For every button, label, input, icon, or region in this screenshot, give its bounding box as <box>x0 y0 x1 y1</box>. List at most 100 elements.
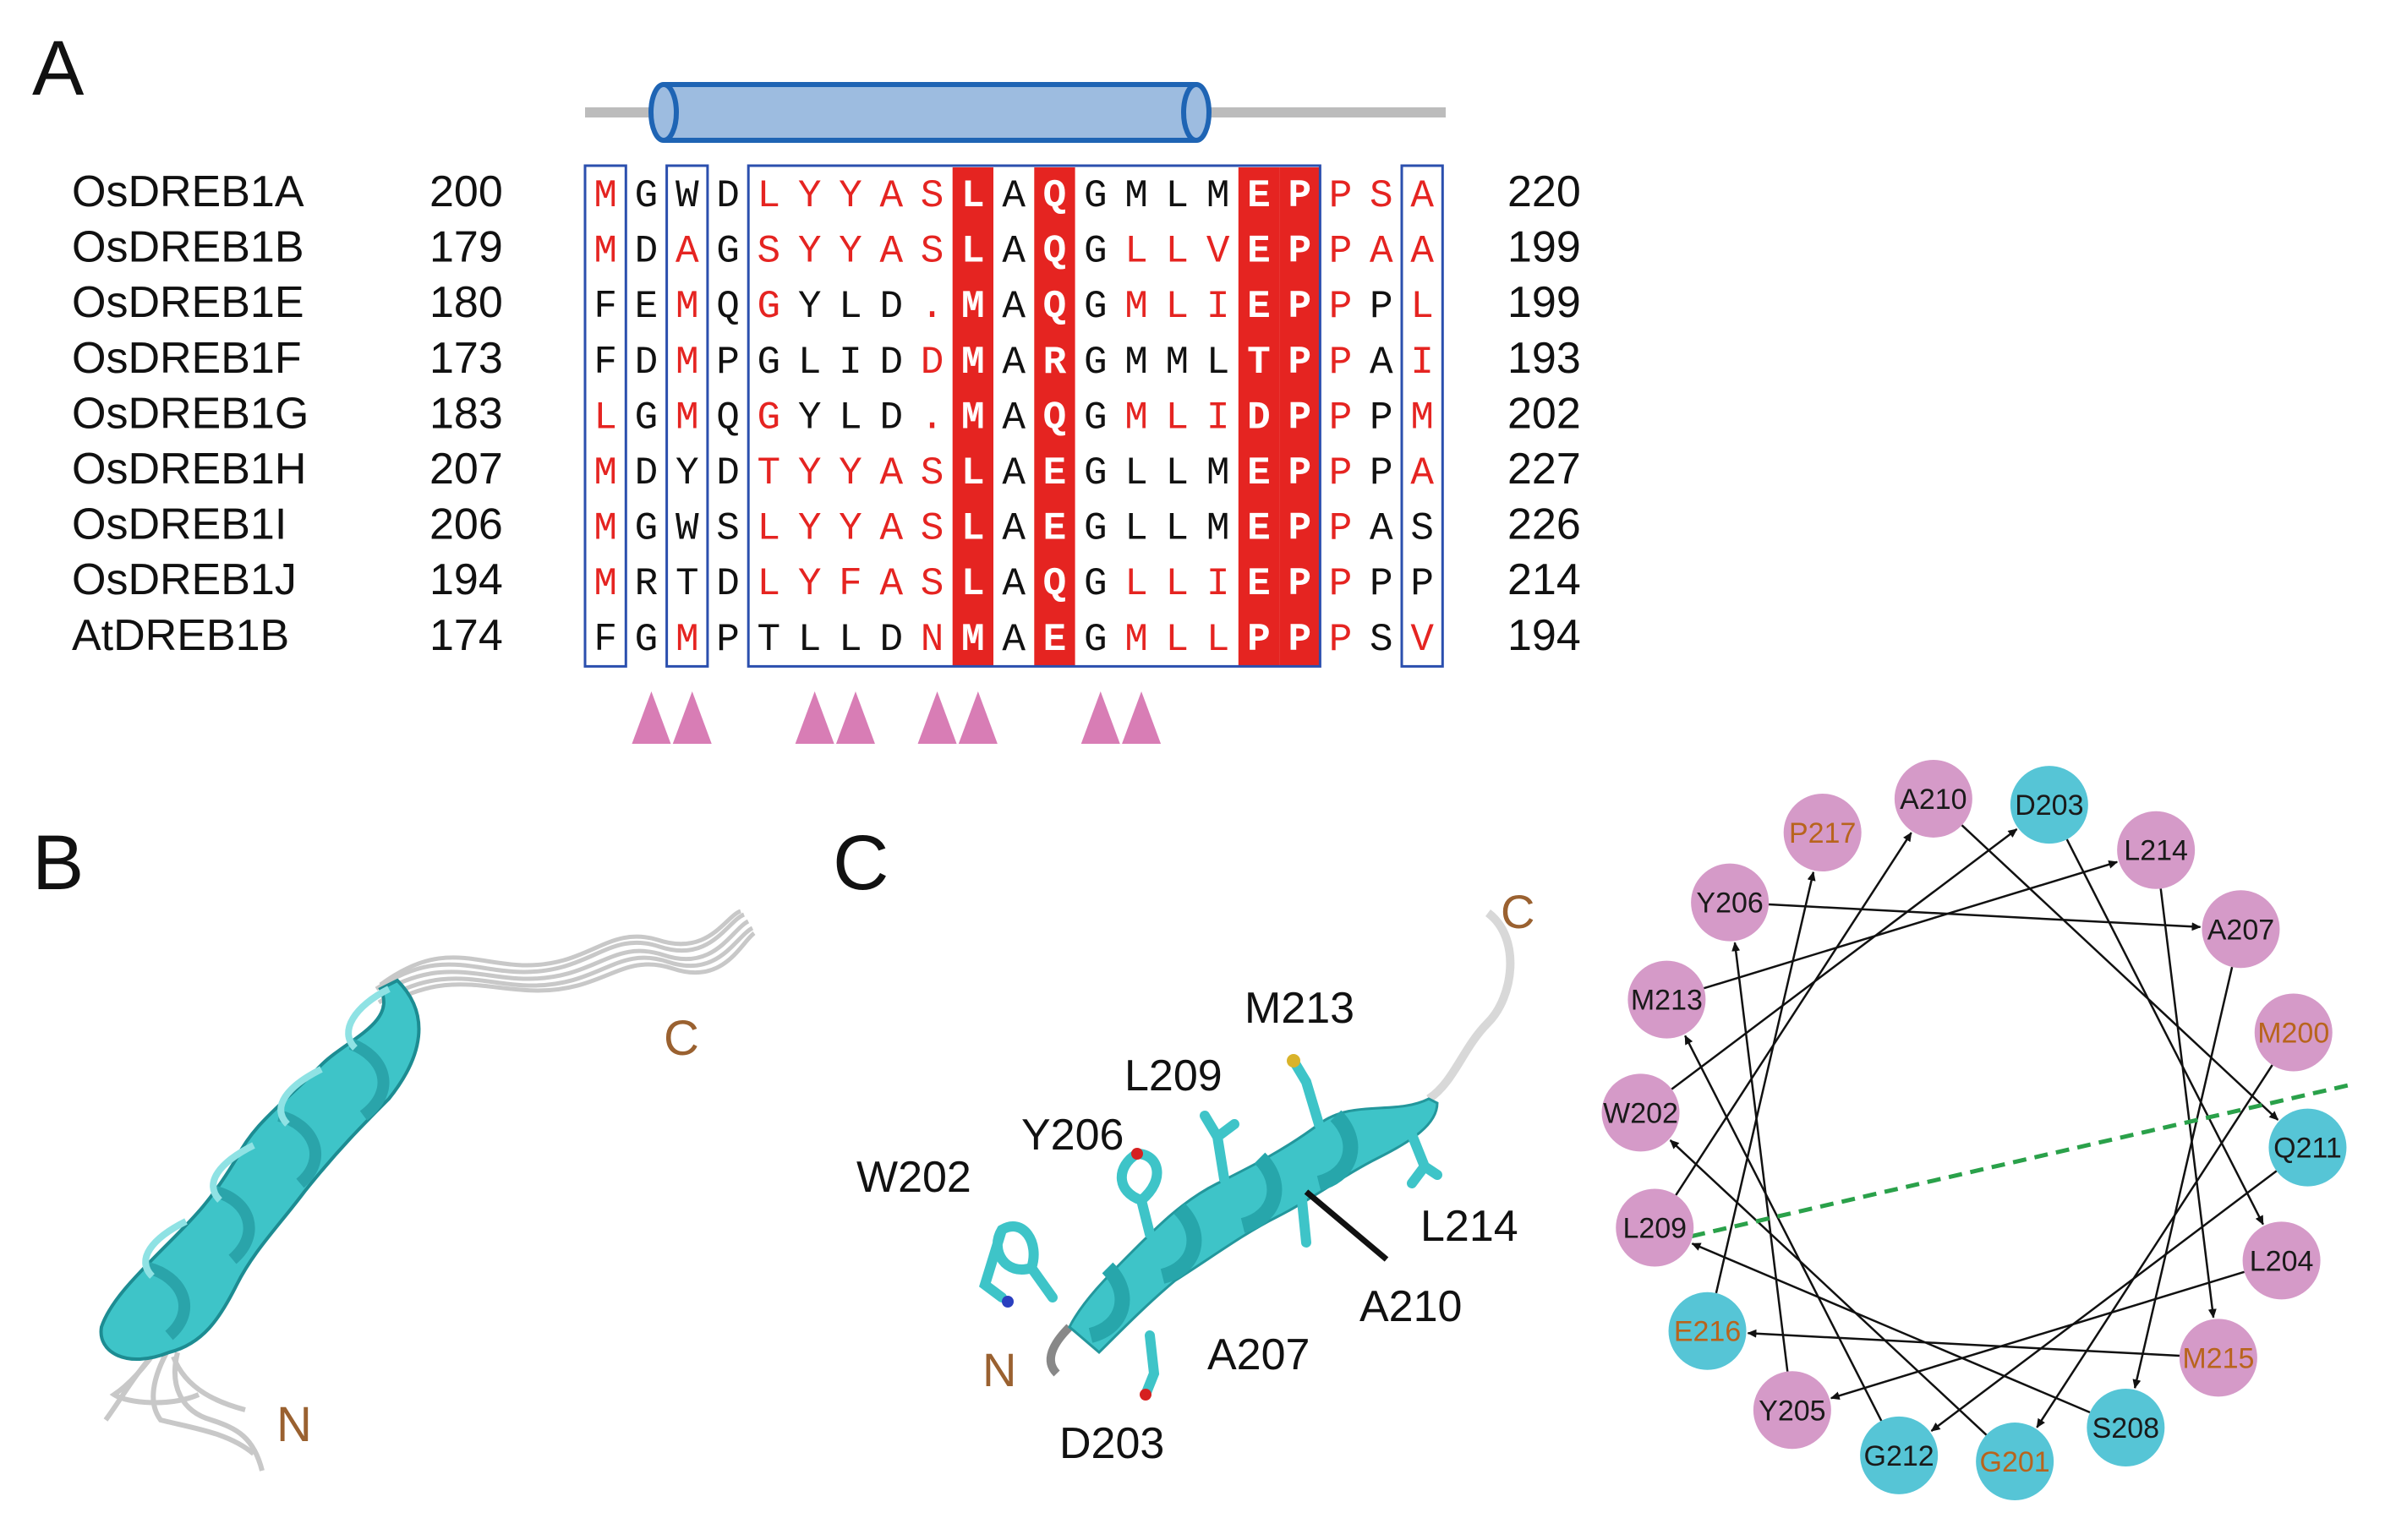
residue-label-l209: L209 <box>1124 1051 1223 1100</box>
residue-letter: A <box>1002 507 1026 551</box>
key-residue-marker <box>795 691 834 744</box>
residue-letter: M <box>1410 396 1434 440</box>
residue-letter: F <box>594 341 617 385</box>
residue-letter: S <box>716 507 740 551</box>
sequence-end: 199 <box>1507 278 1581 327</box>
wheel-arrow <box>1830 1270 2245 1401</box>
wheel-residue-label: Y206 <box>1696 887 1763 920</box>
sequence-name: AtDREB1B <box>72 611 289 660</box>
residue-letter: L <box>1124 451 1148 495</box>
residue-letter: P <box>1329 174 1353 218</box>
residue-letter: L <box>1206 618 1230 662</box>
residue-letter: Y <box>798 562 822 606</box>
residue-letter: G <box>1084 341 1108 385</box>
residue-letter: P <box>1288 285 1311 329</box>
conservation-box <box>747 164 1321 668</box>
residue-letter: Y <box>839 451 862 495</box>
residue-letter: A <box>1370 230 1393 274</box>
residue-letter: L <box>839 396 862 440</box>
wheel-residue-label: Y205 <box>1759 1395 1825 1427</box>
wheel-residue-label: W202 <box>1603 1097 1678 1129</box>
residue-letter: A <box>1002 451 1026 495</box>
residue-letter: R <box>1043 341 1067 385</box>
sequence-end: 199 <box>1507 223 1581 272</box>
residue-letter: P <box>1288 174 1311 218</box>
residue-letter: L <box>798 341 822 385</box>
residue-letter: G <box>635 174 659 218</box>
wheel-residue-label: S208 <box>2092 1412 2159 1444</box>
wheel-arrow <box>1930 1170 2278 1432</box>
wheel-residue-label: G201 <box>1980 1446 2050 1478</box>
sequence-start: 179 <box>429 223 503 272</box>
wheel-residue-circle <box>1691 863 1770 942</box>
residue-letter: A <box>879 562 903 606</box>
residue-letter: M <box>594 451 617 495</box>
residue-letter: I <box>1206 396 1230 440</box>
residue-letter: S <box>921 230 944 274</box>
residue-letter: P <box>716 618 740 662</box>
residue-letter: S <box>921 562 944 606</box>
residue-letter: G <box>1084 174 1108 218</box>
wheel-arrow <box>1961 824 2279 1121</box>
residue-letter: L <box>1124 507 1148 551</box>
residue-letter: D <box>716 562 740 606</box>
residue-letter: L <box>1206 341 1230 385</box>
residue-letter: Q <box>716 396 740 440</box>
residue-letter: P <box>1370 396 1393 440</box>
residue-letter: E <box>1247 285 1271 329</box>
residue-letter: M <box>1206 174 1230 218</box>
wheel-residue-label: E216 <box>1674 1316 1741 1348</box>
wheel-residue-label: A210 <box>1900 784 1967 816</box>
wheel-residue-circle <box>2202 890 2280 969</box>
residue-letter: L <box>961 451 985 495</box>
sequence-start: 174 <box>429 611 503 660</box>
sequence-start: 194 <box>429 555 503 604</box>
wheel-arrow <box>1691 1242 2091 1414</box>
residue-letter: P <box>1329 618 1353 662</box>
c-terminal-coils <box>375 909 756 1010</box>
residue-letter: G <box>635 507 659 551</box>
residue-letter: E <box>1247 507 1271 551</box>
wheel-arrow <box>1684 1035 1883 1422</box>
residue-letter: I <box>1410 341 1434 385</box>
residue-letter: W <box>676 174 699 218</box>
residue-letter: P <box>1410 562 1434 606</box>
residue-letter: P <box>1370 451 1393 495</box>
residue-letter: Q <box>1043 230 1067 274</box>
sequence-start: 200 <box>429 167 503 216</box>
residue-letter: A <box>1002 618 1026 662</box>
sequence-start: 206 <box>429 500 503 549</box>
conserved-column-fill <box>1034 167 1075 667</box>
residue-letter: P <box>1288 618 1311 662</box>
sequence-name: OsDREB1F <box>72 334 302 383</box>
residue-letter: G <box>1084 285 1108 329</box>
wheel-residue-circle <box>1753 1371 1831 1450</box>
key-residue-marker <box>672 691 712 744</box>
residue-letter: Y <box>676 451 699 495</box>
sequence-end: 220 <box>1507 167 1581 216</box>
residue-letter: L <box>1166 562 1190 606</box>
residue-letter: A <box>879 174 903 218</box>
residue-letter: P <box>1370 562 1393 606</box>
key-residue-marker <box>1080 691 1120 744</box>
residue-letter: M <box>1124 618 1148 662</box>
residue-letter: P <box>1288 451 1311 495</box>
helix-cylinder-body <box>664 85 1196 140</box>
residue-letter: A <box>1410 451 1434 495</box>
residue-letter: M <box>676 396 699 440</box>
residue-letter: F <box>594 285 617 329</box>
side-chains <box>979 1056 1442 1400</box>
residue-letter: Y <box>798 230 822 274</box>
wheel-residue-label: M213 <box>1631 985 1703 1017</box>
residue-letter: P <box>1288 230 1311 274</box>
key-residue-marker <box>835 691 875 744</box>
residue-letter: M <box>1124 174 1148 218</box>
wheel-residue-circle <box>2254 993 2333 1072</box>
conservation-box <box>665 164 709 668</box>
wheel-residue-label: Q211 <box>2273 1133 2342 1165</box>
residue-letter: M <box>1206 507 1230 551</box>
residue-letter: F <box>839 562 862 606</box>
residue-label-l214: L214 <box>1420 1202 1518 1251</box>
